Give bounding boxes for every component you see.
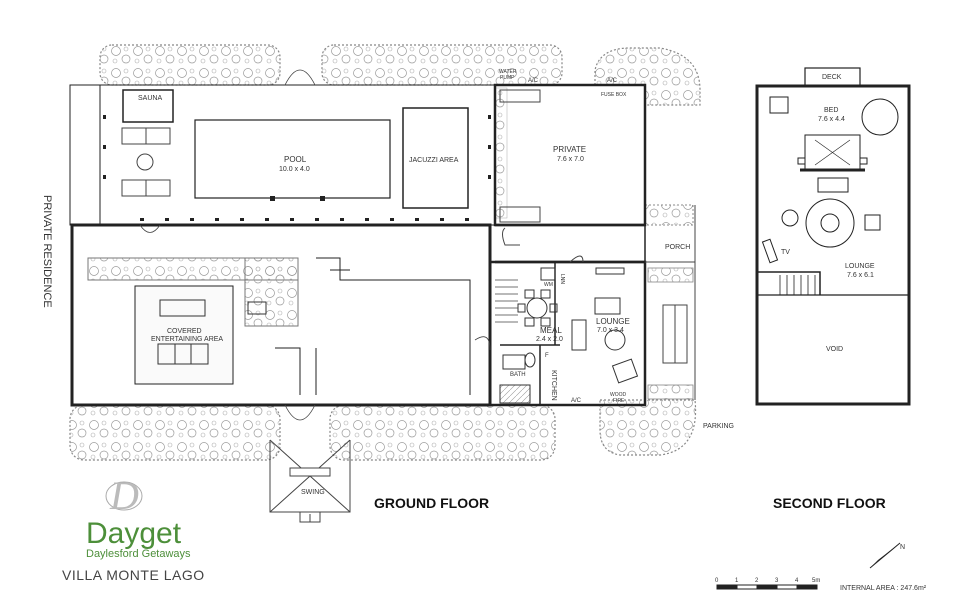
ground-stairs (495, 279, 518, 323)
scale-tick-0: 0 (715, 578, 719, 584)
lounge-label: LOUNGE (596, 317, 630, 326)
lounge-dimensions: 7.0 x 3.4 (597, 327, 624, 334)
ground-floor-walls (69, 83, 647, 407)
brand-monogram: D (109, 473, 139, 518)
deck-label: DECK (822, 74, 842, 81)
brand-name: Dayget (86, 517, 182, 550)
bed-dimensions: 7.6 x 4.4 (818, 116, 845, 123)
covered-label-1: COVERED (167, 328, 202, 335)
internal-area-label: INTERNAL AREA : 247.6m² (840, 585, 927, 592)
ground-floor-heading: GROUND FLOOR (374, 495, 489, 511)
fridge-label: F (545, 353, 549, 359)
upper-lounge-label: LOUNGE (845, 263, 875, 270)
wood-fire-label-1: WOOD (610, 392, 626, 398)
logo-emblem-icon (105, 481, 143, 511)
porch-area (502, 205, 696, 400)
meal-dimensions: 2.4 x 2.0 (536, 336, 563, 343)
bath-label: BATH (510, 372, 526, 378)
doors (139, 69, 491, 421)
parking-label: PARKING (703, 423, 734, 430)
meal-label: MEAL (540, 326, 562, 335)
ac-label-2: A/C (607, 78, 618, 84)
covered-label-2: ENTERTAINING AREA (151, 336, 223, 343)
scale-bar (716, 584, 818, 590)
wood-fire-label-2: FIRE (613, 398, 625, 404)
pool-label: POOL (284, 155, 307, 164)
upper-lounge-dimensions: 7.6 x 6.1 (847, 272, 874, 279)
tv-label: TV (781, 249, 790, 256)
second-floor-heading: SECOND FLOOR (773, 495, 886, 511)
garden-beds (69, 44, 701, 461)
water-pump-label-2: PUMP (500, 75, 515, 81)
water-pump-label-1: WATER (499, 69, 517, 75)
pool-dimensions: 10.0 x 4.0 (279, 166, 310, 173)
scale-tick-3: 3 (775, 578, 779, 584)
interior-furniture (499, 267, 639, 404)
ac-label-3: A/C (571, 398, 582, 404)
north-label: N (900, 544, 905, 551)
kitchen-label: KITCHEN (550, 370, 557, 401)
pool-deck-edging (103, 115, 491, 221)
scale-tick-4: 4 (795, 578, 799, 584)
brand-tagline: Daylesford Getaways (86, 548, 191, 560)
pool-loungers (121, 127, 171, 197)
second-floor (755, 67, 911, 406)
bed-label: BED (824, 107, 838, 114)
fuse-box-label: FUSE BOX (601, 92, 627, 98)
private-residence-label: PRIVATE RESIDENCE (41, 195, 53, 308)
property-name: VILLA MONTE LAGO (62, 567, 205, 583)
ac-label-1: A/C (528, 78, 539, 84)
swing-structure (269, 439, 351, 523)
swing-label: SWING (301, 489, 325, 496)
wm-label: WM (544, 282, 553, 288)
north-arrow-icon (869, 542, 901, 569)
private-room-fixtures (499, 89, 541, 223)
sauna-label: SAUNA (138, 95, 162, 102)
scale-tick-2: 2 (755, 578, 759, 584)
private-room-dimensions: 7.6 x 7.0 (557, 156, 584, 163)
porch-label: PORCH (665, 244, 690, 251)
void-label: VOID (826, 346, 843, 353)
scale-tick-5: 5m (812, 578, 820, 584)
jacuzzi-label: JACUZZI AREA (409, 157, 459, 164)
private-room-label: PRIVATE (553, 145, 586, 154)
scale-tick-1: 1 (735, 578, 739, 584)
outdoor-furniture (157, 299, 267, 365)
linen-label: LNN (559, 274, 565, 284)
